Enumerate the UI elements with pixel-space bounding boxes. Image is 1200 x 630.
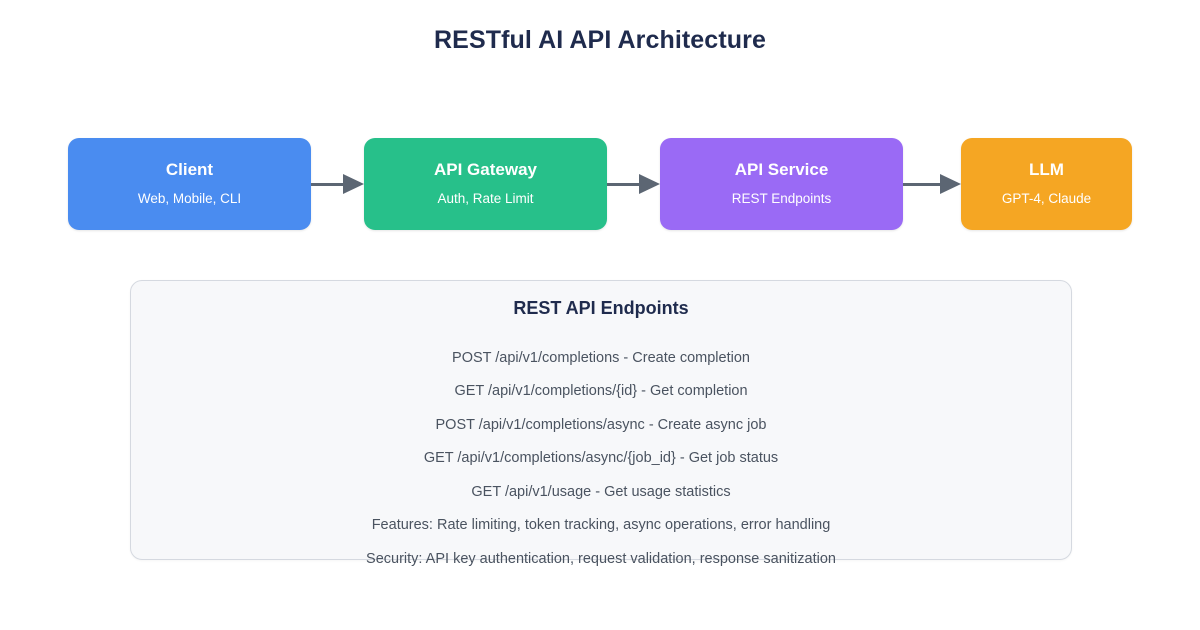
arrow-shaft [903, 182, 940, 186]
arrow-gateway-to-service [607, 174, 660, 194]
endpoint-list: POST /api/v1/completions - Create comple… [131, 341, 1071, 576]
rest-api-endpoints-panel: REST API Endpoints POST /api/v1/completi… [130, 280, 1072, 566]
flow-node-client-subtitle: Web, Mobile, CLI [137, 190, 242, 206]
arrow-shaft [607, 182, 639, 186]
flow-node-api-gateway: API Gateway Auth, Rate Limit [364, 138, 607, 230]
flow-node-llm-title: LLM [1029, 160, 1064, 180]
arrow-client-to-gateway [311, 174, 364, 194]
panel-title: REST API Endpoints [513, 298, 689, 318]
flow-node-api-gateway-subtitle: Auth, Rate Limit [437, 190, 534, 206]
features-line: Features: Rate limiting, token tracking,… [371, 517, 831, 533]
endpoint-line: POST /api/v1/completions - Create comple… [452, 349, 750, 366]
arrow-service-to-llm [903, 174, 961, 194]
architecture-flow-diagram: Client Web, Mobile, CLI API Gateway Auth… [0, 138, 1200, 232]
endpoint-line: GET /api/v1/usage - Get usage statistics [471, 483, 731, 500]
endpoint-line: POST /api/v1/completions/async - Create … [435, 416, 767, 433]
arrow-head-icon [639, 174, 660, 194]
flow-node-api-service-subtitle: REST Endpoints [731, 190, 832, 206]
flow-node-api-service-title: API Service [734, 160, 829, 180]
flow-node-client: Client Web, Mobile, CLI [68, 138, 311, 230]
security-line: Security: API key authentication, reques… [366, 550, 836, 567]
flow-node-client-title: Client [165, 160, 214, 180]
flow-node-llm-subtitle: GPT-4, Claude [1001, 190, 1092, 206]
flow-node-api-gateway-title: API Gateway [434, 160, 537, 180]
arrow-shaft [311, 182, 343, 186]
page-title: RESTful AI API Architecture [434, 26, 766, 54]
arrow-head-icon [940, 174, 961, 194]
flow-node-api-service: API Service REST Endpoints [660, 138, 903, 230]
endpoint-line: GET /api/v1/completions/async/{job_id} -… [423, 450, 779, 466]
arrow-head-icon [343, 174, 364, 194]
endpoint-line: GET /api/v1/completions/{id} - Get compl… [454, 383, 748, 399]
flow-node-llm: LLM GPT-4, Claude [961, 138, 1132, 230]
